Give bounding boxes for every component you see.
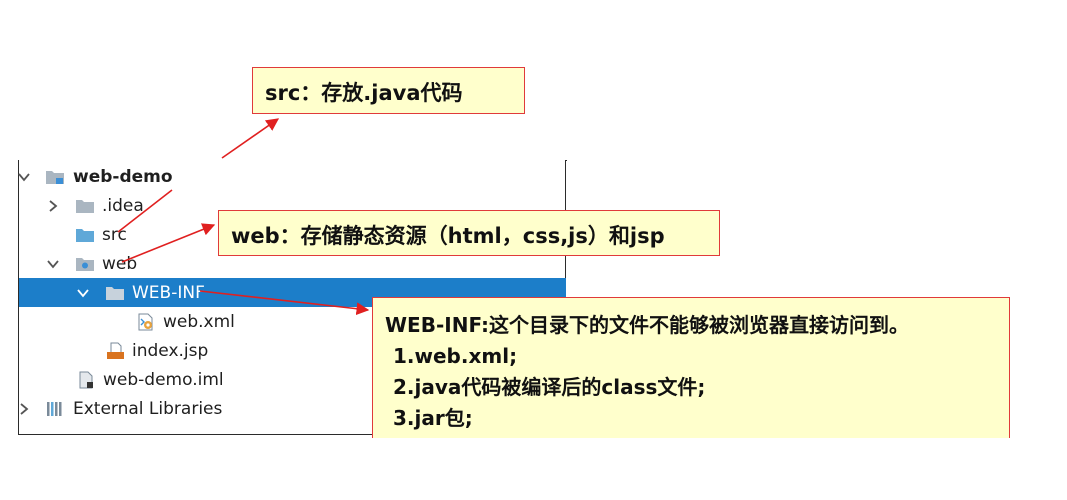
chevron-right-icon[interactable] bbox=[15, 400, 33, 418]
tree-item-label: web-demo.iml bbox=[103, 369, 224, 390]
callout-src: src：存放.java代码 bbox=[252, 67, 525, 114]
tree-item-external-libraries[interactable]: External Libraries bbox=[19, 394, 566, 423]
chevron-down-icon[interactable] bbox=[74, 284, 92, 302]
tree-item-web-xml[interactable]: web.xml bbox=[19, 307, 566, 336]
source-folder-icon bbox=[76, 228, 94, 242]
tree-item-index-jsp[interactable]: index.jsp bbox=[19, 336, 566, 365]
tree-item-label: External Libraries bbox=[73, 398, 223, 419]
callout-web-text: web：存储静态资源（html，css,js）和jsp bbox=[231, 224, 665, 248]
tree-item-web-demo-iml[interactable]: web-demo.iml bbox=[19, 365, 566, 394]
callout-web-inf-title: WEB-INF:这个目录下的文件不能够被浏览器直接访问到。 bbox=[385, 313, 910, 337]
callout-web-inf: WEB-INF:这个目录下的文件不能够被浏览器直接访问到。 1.web.xml;… bbox=[372, 297, 1010, 438]
web-folder-icon bbox=[76, 257, 94, 271]
callout-web-inf-line-2: 2.java代码被编译后的class文件; bbox=[393, 375, 706, 399]
chevron-down-icon[interactable] bbox=[44, 255, 62, 273]
arrow-src-top bbox=[221, 118, 280, 159]
chevron-right-icon[interactable] bbox=[44, 197, 62, 215]
folder-icon bbox=[106, 286, 124, 300]
tree-item-label: web.xml bbox=[163, 311, 235, 332]
tree-item-web[interactable]: web bbox=[19, 249, 566, 278]
callout-src-text: src：存放.java代码 bbox=[265, 81, 463, 105]
folder-icon bbox=[76, 199, 94, 213]
tree-item-label: src bbox=[102, 224, 127, 245]
tree-item-label: index.jsp bbox=[132, 340, 209, 361]
iml-file-icon bbox=[79, 371, 93, 388]
callout-web: web：存储静态资源（html，css,js）和jsp bbox=[218, 210, 720, 256]
jsp-file-icon bbox=[107, 342, 124, 359]
callout-web-inf-line-1: 1.web.xml; bbox=[393, 344, 518, 368]
tree-item-label: web bbox=[102, 253, 138, 274]
tree-item-label: web-demo bbox=[73, 166, 173, 187]
module-icon bbox=[46, 170, 64, 184]
library-icon bbox=[47, 401, 62, 416]
tree-item-label: .idea bbox=[102, 195, 144, 216]
callout-web-inf-line-3: 3.jar包; bbox=[393, 406, 473, 430]
tree-item-label: WEB-INF bbox=[132, 282, 205, 303]
tree-item-web-demo[interactable]: web-demo bbox=[18, 162, 566, 191]
chevron-down-icon[interactable] bbox=[15, 168, 33, 186]
xml-file-icon bbox=[138, 313, 153, 330]
